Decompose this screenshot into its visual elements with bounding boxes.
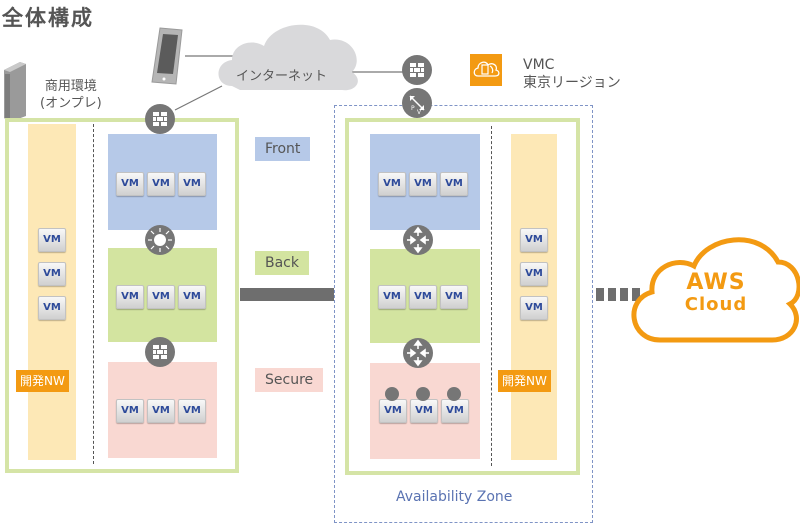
vm[interactable]: VM: [38, 228, 66, 252]
distributed-firewall-icon: [385, 387, 399, 401]
router-icon[interactable]: [403, 225, 433, 255]
vmc-divider: [491, 126, 492, 466]
vm[interactable]: VM: [38, 262, 66, 286]
onprem-dev-network-label: 開発NW: [16, 370, 69, 392]
vm[interactable]: VM: [147, 172, 175, 196]
availability-zone-label: Availability Zone: [396, 489, 513, 505]
tablet-icon: [151, 27, 183, 85]
segment-label-secure: Secure: [255, 368, 324, 392]
vm[interactable]: VM: [116, 172, 144, 196]
internet-cloud-icon: [218, 24, 358, 91]
vmc-secure-vm-group: VM VM VM: [379, 399, 469, 423]
vmc-label-line2: 東京リージョン: [523, 75, 621, 91]
router-icon[interactable]: [403, 338, 433, 368]
vm[interactable]: VM: [520, 228, 548, 252]
vm[interactable]: VM: [441, 399, 469, 423]
layer3-switch-icon[interactable]: [145, 225, 175, 255]
distributed-firewall-icon: [416, 387, 430, 401]
svg-text:V: V: [417, 109, 422, 116]
onprem-divider: [93, 124, 94, 464]
aws-cloud-label: AWS Cloud: [668, 272, 764, 316]
firewall-brick-icon[interactable]: [145, 337, 175, 367]
vm[interactable]: VM: [440, 172, 468, 196]
vmc-region-label: VMC 東京リージョン: [523, 56, 621, 92]
internet-onprem-link: [174, 85, 223, 111]
onprem-dev-vm-group: VM VM VM: [38, 228, 66, 320]
vm[interactable]: VM: [378, 285, 406, 309]
aws-label-line2: Cloud: [684, 294, 748, 315]
onprem-label: 商用環境 (オンプレ): [40, 78, 102, 112]
vm[interactable]: VM: [520, 296, 548, 320]
distributed-firewall-icon: [447, 387, 461, 401]
vmc-label-line1: VMC: [523, 57, 555, 73]
vm[interactable]: VM: [178, 285, 206, 309]
vm[interactable]: VM: [178, 399, 206, 423]
vm[interactable]: VM: [379, 399, 407, 423]
segment-label-back: Back: [255, 251, 309, 275]
vm[interactable]: VM: [147, 399, 175, 423]
internet-label: インターネット: [236, 69, 328, 84]
segment-label-front: Front: [255, 137, 311, 161]
vm[interactable]: VM: [410, 399, 438, 423]
firewall-brick-icon[interactable]: [402, 55, 432, 85]
availability-zone-boundary: [334, 105, 593, 523]
vm[interactable]: VM: [38, 296, 66, 320]
vm-distributed-firewall-group: [385, 387, 461, 401]
vm[interactable]: VM: [409, 285, 437, 309]
vmc-dev-vm-group: VM VM VM: [520, 228, 548, 320]
aws-cloud-icon: [631, 237, 800, 343]
vm[interactable]: VM: [116, 399, 144, 423]
vmc-back-vm-group: VM VM VM: [378, 285, 468, 309]
vm[interactable]: VM: [147, 285, 175, 309]
onprem-secure-vm-group: VM VM VM: [116, 399, 206, 423]
vm[interactable]: VM: [378, 172, 406, 196]
vm[interactable]: VM: [178, 172, 206, 196]
onprem-label-line2: (オンプレ): [40, 96, 102, 111]
aws-label-line1: AWS: [686, 270, 746, 295]
onprem-front-vm-group: VM VM VM: [116, 172, 206, 196]
server-tower-icon: [4, 62, 26, 122]
vmc-cloud-sync-icon: [470, 54, 502, 86]
vm[interactable]: VM: [520, 262, 548, 286]
onprem-back-vm-group: VM VM VM: [116, 285, 206, 309]
vmc-dev-network-label: 開発NW: [498, 370, 551, 392]
onprem-dev-network-band: [28, 124, 76, 460]
onprem-label-line1: 商用環境: [44, 79, 97, 94]
page-title: 全体構成: [2, 6, 94, 30]
vm[interactable]: VM: [409, 172, 437, 196]
vm[interactable]: VM: [116, 285, 144, 309]
firewall-brick-icon[interactable]: [145, 104, 175, 134]
svg-text:P: P: [411, 105, 415, 112]
vmc-front-vm-group: VM VM VM: [378, 172, 468, 196]
vmc-aws-connector: [596, 288, 640, 301]
onprem-vmc-interconnect: [240, 288, 334, 301]
vm[interactable]: VM: [440, 285, 468, 309]
